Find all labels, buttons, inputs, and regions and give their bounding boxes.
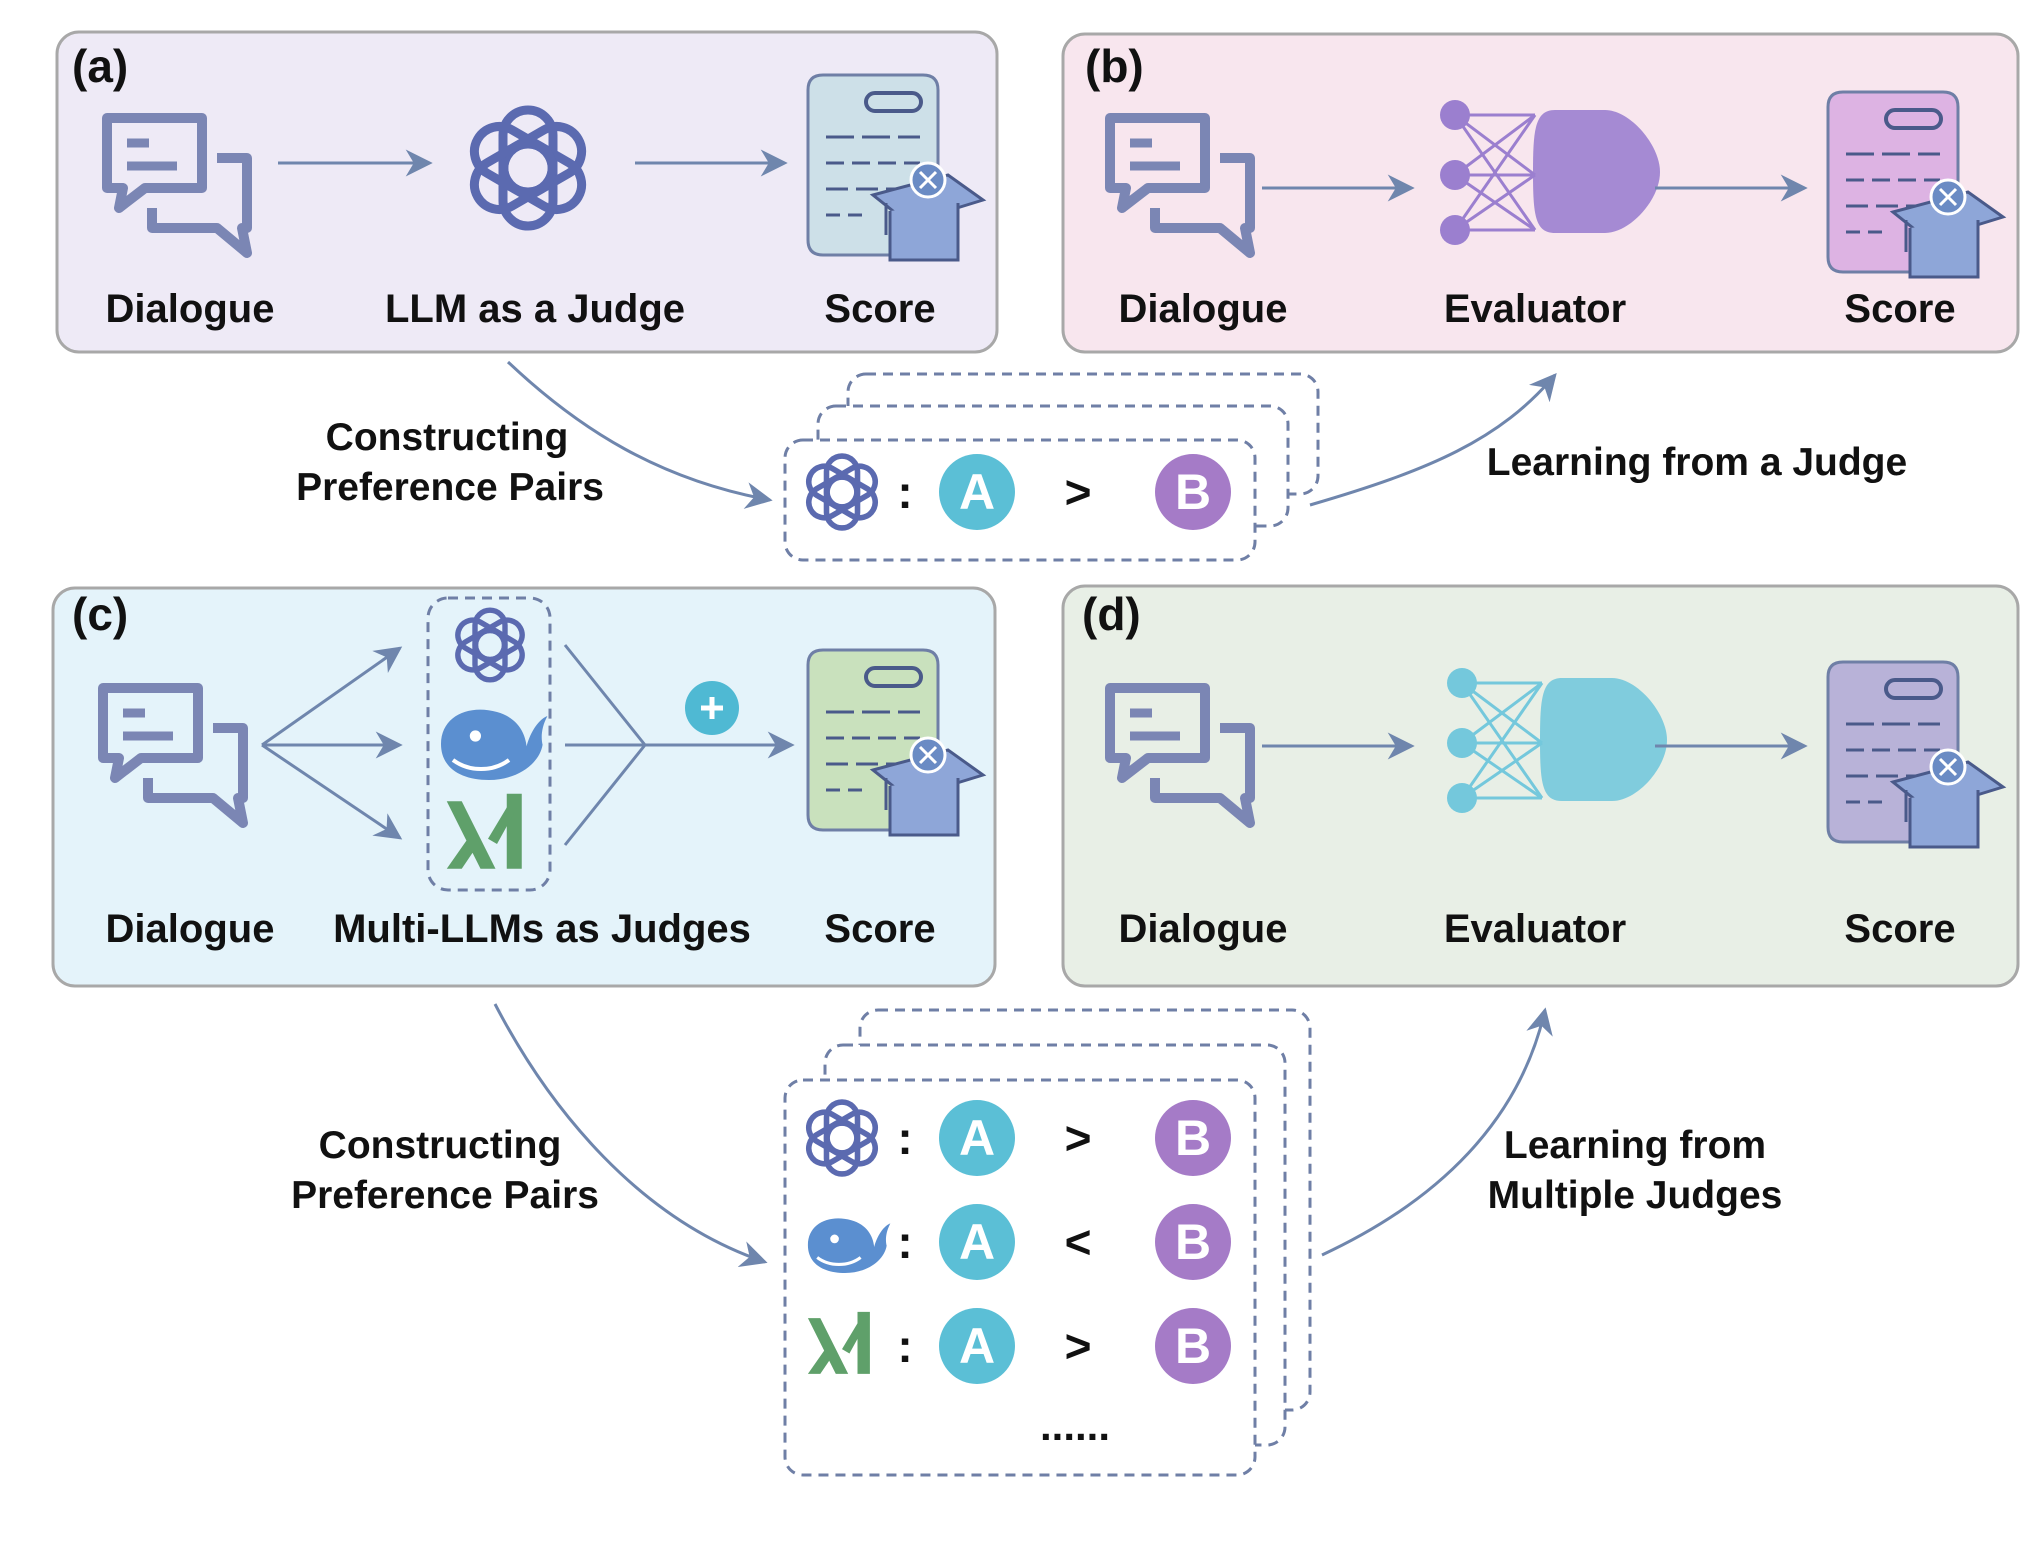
label-dialogue: Dialogue bbox=[106, 287, 275, 331]
connector-label: Learning from bbox=[1504, 1124, 1766, 1167]
preference-row: : A > B bbox=[807, 1308, 1231, 1384]
response-b-label: B bbox=[1175, 1318, 1211, 1374]
flow-arrow bbox=[261, 743, 403, 840]
connector-arrow bbox=[506, 360, 773, 509]
pref-card bbox=[783, 1078, 1257, 1477]
response-a-badge bbox=[939, 454, 1015, 530]
plus-icon bbox=[701, 697, 723, 719]
label-dialogue: Dialogue bbox=[1119, 907, 1288, 951]
preference-list: : A > B: A < B: A > B bbox=[803, 1100, 1231, 1384]
separator: : bbox=[897, 1320, 912, 1372]
comparison-operator: > bbox=[1065, 1112, 1092, 1164]
panel-c-tag: (c) bbox=[72, 588, 128, 640]
label-score: Score bbox=[1844, 907, 1955, 951]
response-b-badge bbox=[1155, 1308, 1231, 1384]
connector-arrow bbox=[1309, 372, 1557, 507]
merge-line bbox=[563, 744, 647, 846]
response-a-badge bbox=[939, 1204, 1015, 1280]
comparison-operator: > bbox=[1065, 1320, 1092, 1372]
response-b-label: B bbox=[1175, 1110, 1211, 1166]
judges-group bbox=[426, 596, 552, 892]
label-score: Score bbox=[824, 287, 935, 331]
label-dialogue: Dialogue bbox=[106, 907, 275, 951]
panel-d-tag: (d) bbox=[1082, 588, 1141, 640]
connector-label: Constructing bbox=[326, 416, 569, 459]
response-a-label: A bbox=[959, 1318, 995, 1374]
panel-c bbox=[51, 586, 997, 988]
response-b-label: B bbox=[1175, 1214, 1211, 1270]
panel-d bbox=[1061, 584, 2020, 988]
connector-label: Learning from a Judge bbox=[1487, 441, 1907, 484]
connector-arrow bbox=[493, 1003, 768, 1268]
connector-label: Preference Pairs bbox=[296, 466, 604, 509]
panel-b-tag: (b) bbox=[1085, 40, 1144, 92]
response-a-label: A bbox=[959, 1110, 995, 1166]
response-a-label: A bbox=[959, 464, 995, 520]
label-evaluator: Evaluator bbox=[1444, 907, 1626, 951]
response-b-badge bbox=[1155, 1204, 1231, 1280]
separator: : bbox=[897, 1112, 912, 1164]
response-a-label: A bbox=[959, 1214, 995, 1270]
pref-card bbox=[783, 438, 1257, 562]
label-judges: Multi-LLMs as Judges bbox=[333, 907, 751, 951]
separator: : bbox=[897, 1216, 912, 1268]
label-evaluator: Evaluator bbox=[1444, 287, 1626, 331]
preference-list: : A > B bbox=[803, 454, 1231, 530]
connector-label: Preference Pairs bbox=[291, 1174, 599, 1217]
merge-line bbox=[563, 644, 647, 746]
response-a-badge bbox=[939, 1100, 1015, 1176]
panel-a-tag: (a) bbox=[72, 40, 128, 92]
response-a-badge bbox=[939, 1308, 1015, 1384]
ellipsis: ...... bbox=[1040, 1402, 1110, 1449]
response-b-badge bbox=[1155, 1100, 1231, 1176]
separator: : bbox=[897, 466, 912, 518]
label-score: Score bbox=[1844, 287, 1955, 331]
label-judge: LLM as a Judge bbox=[385, 287, 685, 331]
flow-arrow bbox=[261, 646, 403, 747]
label-score: Score bbox=[824, 907, 935, 951]
connector-label: Constructing bbox=[319, 1124, 562, 1167]
comparison-operator: < bbox=[1065, 1216, 1092, 1268]
response-b-label: B bbox=[1175, 464, 1211, 520]
connector-label: Multiple Judges bbox=[1488, 1174, 1783, 1217]
preference-row: : A < B bbox=[806, 1204, 1231, 1280]
preference-row: : A > B bbox=[803, 454, 1231, 530]
preference-row: : A > B bbox=[803, 1100, 1231, 1176]
label-dialogue: Dialogue bbox=[1119, 287, 1288, 331]
connector-arrow bbox=[1321, 1007, 1553, 1257]
comparison-operator: > bbox=[1065, 466, 1092, 518]
response-b-badge bbox=[1155, 454, 1231, 530]
